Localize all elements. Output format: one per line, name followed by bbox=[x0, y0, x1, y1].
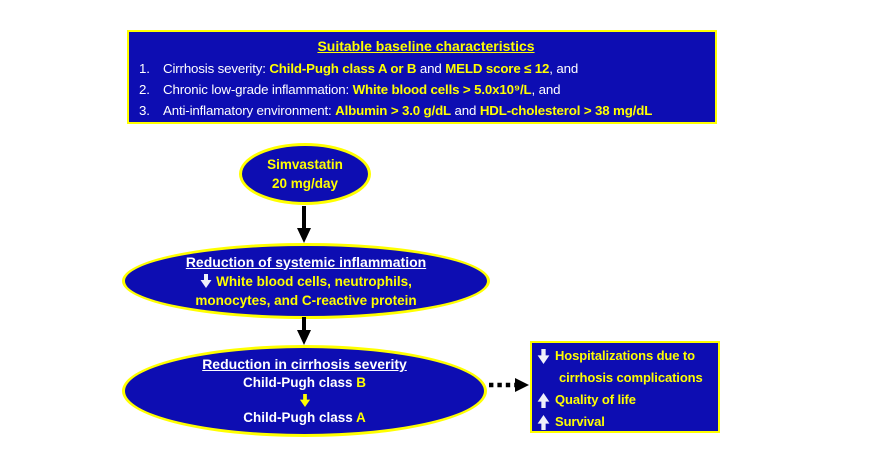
outcome-survival-row: Survival bbox=[537, 411, 718, 433]
item-number: 2. bbox=[139, 82, 150, 97]
highlight-segment: Albumin > 3.0 g/dL bbox=[335, 103, 452, 118]
baseline-item-3: 3. Anti-inflamatory environment: Albumin… bbox=[139, 100, 713, 121]
inflammation-title: Reduction of systemic inflammation bbox=[185, 253, 427, 270]
child-pugh-to: Child-Pugh class A bbox=[243, 409, 366, 427]
simvastatin-line1: Simvastatin bbox=[267, 157, 343, 172]
outcome-line1b: cirrhosis complications bbox=[559, 370, 703, 385]
class-letter: A bbox=[356, 410, 366, 425]
dashed-right-arrow-icon bbox=[489, 378, 529, 392]
down-connector-arrow-icon bbox=[297, 206, 311, 243]
text-segment: and bbox=[416, 61, 446, 76]
item-text: Anti-inflamatory environment: Albumin > … bbox=[163, 100, 652, 121]
item-number: 1. bbox=[139, 61, 150, 76]
outcome-quality-row: Quality of life bbox=[537, 389, 718, 411]
text-segment: Child-Pugh class bbox=[243, 410, 357, 425]
outcome-line1a: Hospitalizations due to bbox=[555, 348, 695, 363]
text-segment: Child-Pugh class bbox=[242, 375, 357, 390]
baseline-box-title: Suitable baseline characteristics bbox=[317, 38, 535, 54]
outcome-line3: Survival bbox=[555, 414, 605, 429]
highlight-segment: MELD score ≤ 12 bbox=[445, 61, 550, 76]
severity-title: Reduction in cirrhosis severity bbox=[202, 356, 407, 372]
highlight-segment: Child-Pugh class A or B bbox=[269, 61, 417, 76]
inflammation-line2-row: White blood cells, neutrophils, bbox=[200, 272, 412, 291]
item-text: Chronic low-grade inflammation: White bl… bbox=[163, 79, 560, 100]
outcome-line2: Quality of life bbox=[555, 392, 636, 407]
highlight-segment: White blood cells > 5.0x10⁹/L bbox=[352, 82, 532, 97]
down-connector-arrow-icon bbox=[297, 317, 311, 345]
inflammation-line2: White blood cells, neutrophils, bbox=[216, 273, 412, 289]
item-text: Cirrhosis severity: Child-Pugh class A o… bbox=[163, 58, 578, 79]
up-block-arrow-icon bbox=[537, 392, 550, 408]
cirrhosis-severity-ellipse: Reduction in cirrhosis severity Child-Pu… bbox=[122, 345, 487, 437]
class-letter: B bbox=[356, 375, 367, 390]
down-block-arrow-icon bbox=[299, 394, 310, 407]
inflammation-line3: monocytes, and C-reactive protein bbox=[195, 292, 417, 308]
text-segment: , and bbox=[531, 82, 561, 97]
down-block-arrow-icon bbox=[537, 348, 550, 364]
baseline-item-1: 1. Cirrhosis severity: Child-Pugh class … bbox=[139, 58, 713, 79]
text-segment: and bbox=[451, 103, 480, 118]
up-block-arrow-icon bbox=[537, 414, 550, 430]
highlight-segment: HDL-cholesterol > 38 mg/dL bbox=[479, 103, 653, 118]
outcomes-box: Hospitalizations due to cirrhosis compli… bbox=[530, 341, 720, 433]
baseline-characteristics-box: Suitable baseline characteristics 1. Cir… bbox=[127, 30, 717, 124]
outcome-hospitalizations-row: Hospitalizations due to bbox=[537, 345, 718, 367]
inflammation-reduction-ellipse: Reduction of systemic inflammation White… bbox=[122, 243, 490, 319]
text-segment: Anti-inflamatory environment: bbox=[163, 103, 336, 118]
text-segment: , and bbox=[549, 61, 579, 76]
text-segment: Chronic low-grade inflammation: bbox=[163, 82, 353, 97]
baseline-item-2: 2. Chronic low-grade inflammation: White… bbox=[139, 79, 713, 100]
down-block-arrow-icon bbox=[200, 274, 212, 288]
child-pugh-from: Child-Pugh class B bbox=[243, 374, 366, 392]
text-segment: Cirrhosis severity: bbox=[163, 61, 270, 76]
simvastatin-line2: 20 mg/day bbox=[271, 176, 339, 191]
simvastatin-ellipse: Simvastatin 20 mg/day bbox=[239, 143, 371, 205]
item-number: 3. bbox=[139, 103, 150, 118]
